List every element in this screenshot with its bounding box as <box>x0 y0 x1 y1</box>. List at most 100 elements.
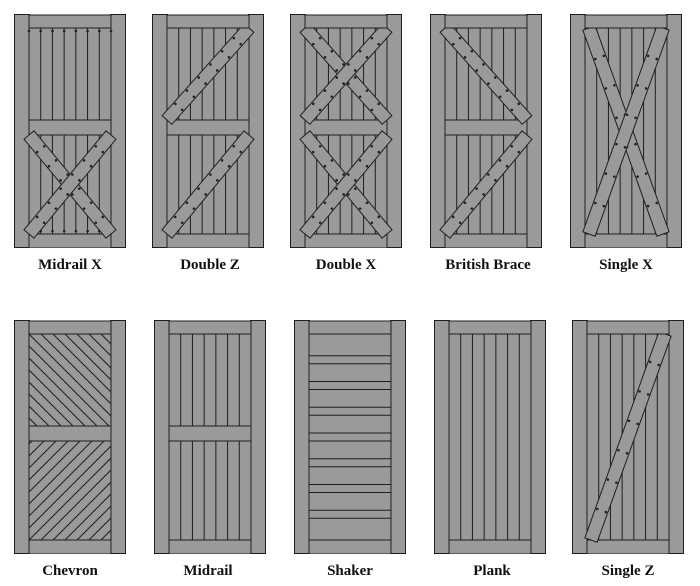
nail-dot <box>101 150 105 154</box>
british-brace-door-drawing <box>430 14 542 248</box>
diagonal-brace <box>299 130 393 239</box>
nail-dot <box>505 89 509 92</box>
label-chevron: Chevron <box>42 563 98 579</box>
right-stile <box>250 320 266 554</box>
nail-dot <box>185 201 189 205</box>
nail-dot <box>330 95 334 99</box>
nail-dot <box>220 159 224 162</box>
nail-dot <box>197 76 201 79</box>
nail-dot <box>27 29 31 33</box>
nail-dot <box>347 63 350 66</box>
nail-dot <box>358 49 362 53</box>
nail-dot <box>365 89 369 92</box>
nail-dot <box>51 29 54 33</box>
nail-dot <box>82 207 86 210</box>
diagonal-plank-seam <box>64 334 111 381</box>
left-stile <box>152 14 168 248</box>
bottom-rail <box>448 539 532 554</box>
nail-dot <box>347 82 350 85</box>
nail-dot <box>347 193 350 196</box>
label-double-x: Double X <box>315 257 377 273</box>
nail-dot <box>89 164 93 168</box>
door-british-brace <box>430 14 542 248</box>
nail-dot <box>51 229 54 233</box>
nail-dot <box>323 164 327 168</box>
top-rail <box>584 14 668 29</box>
nail-dot <box>646 54 650 58</box>
mid-rail <box>304 119 388 136</box>
nail-dot <box>311 150 315 154</box>
door-midrail <box>154 320 266 554</box>
nail-dot <box>604 510 608 514</box>
door-single-z <box>572 320 684 554</box>
label-midrail-x: Midrail X <box>38 257 102 273</box>
nail-dot <box>227 164 231 168</box>
door-plank <box>434 320 546 554</box>
diagonal-plank-seam <box>29 441 81 493</box>
nail-dot <box>602 54 606 58</box>
nail-dot <box>342 63 345 66</box>
nail-dot <box>47 164 51 168</box>
nail-dot <box>604 172 608 175</box>
right-stile <box>248 14 264 248</box>
diagonal-plank-seam <box>88 517 111 540</box>
nail-dot <box>593 57 597 61</box>
right-stile <box>110 14 126 248</box>
nail-dot <box>365 164 369 168</box>
nail-dot <box>655 57 659 61</box>
nail-dot <box>493 76 497 79</box>
nail-dot <box>227 56 231 59</box>
label-single-z: Single Z <box>601 563 655 579</box>
left-stile <box>14 320 30 554</box>
chevron-lower-planks <box>29 441 111 540</box>
bottom-rail <box>166 233 250 248</box>
nail-dot <box>475 187 478 190</box>
double-x-door-drawing <box>290 14 402 248</box>
top-rail <box>308 320 392 335</box>
nail-dot <box>655 201 659 205</box>
bottom-rail <box>586 539 670 554</box>
diagonal-plank-seam <box>29 369 86 426</box>
mid-rail <box>168 425 252 442</box>
nail-dot <box>54 159 58 162</box>
nail-dot <box>625 113 629 117</box>
bottom-rail <box>28 233 112 248</box>
bottom-rail <box>168 539 252 554</box>
diagonal-plank-seam <box>29 357 98 426</box>
nail-dot <box>644 87 648 90</box>
nail-dot <box>71 193 74 196</box>
nail-dot <box>604 87 608 90</box>
nail-dot <box>458 221 462 225</box>
diagonal-plank-seam <box>40 334 111 405</box>
diagonal-brace <box>299 22 393 126</box>
nail-dot <box>370 221 374 225</box>
top-rail <box>304 14 388 29</box>
shaker-door-drawing <box>294 320 406 554</box>
nail-dot <box>204 82 207 85</box>
mid-rail <box>444 119 528 136</box>
nail-dot <box>498 95 502 99</box>
nail-dot <box>59 187 62 190</box>
nail-dot <box>353 76 357 79</box>
nail-dot <box>625 451 629 455</box>
single-x-door-drawing <box>570 14 682 248</box>
nail-dot <box>370 108 374 112</box>
nail-dot <box>174 102 177 106</box>
nail-dot <box>323 89 327 92</box>
nail-dot <box>636 175 639 178</box>
top-rail <box>448 320 532 335</box>
nail-dot <box>613 175 616 178</box>
top-rail <box>586 320 670 335</box>
diagonal-brace <box>161 130 255 239</box>
nail-dot <box>330 207 334 210</box>
nail-dot <box>42 144 46 148</box>
nail-dot <box>66 173 69 176</box>
nail-dot <box>510 144 514 148</box>
label-plank: Plank <box>473 563 511 579</box>
nail-dot <box>192 207 196 210</box>
nail-dot <box>354 179 357 182</box>
nail-dot <box>377 150 381 154</box>
bottom-rail <box>584 233 668 248</box>
nail-dot <box>335 76 339 79</box>
